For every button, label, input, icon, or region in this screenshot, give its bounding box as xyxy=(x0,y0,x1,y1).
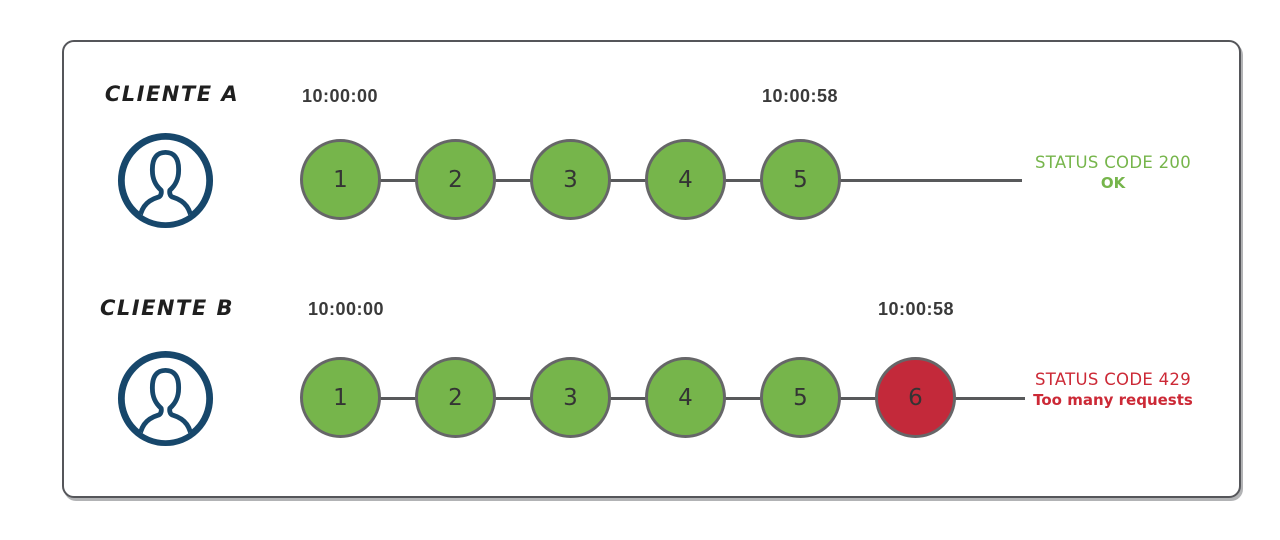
request-circle-2: 2 xyxy=(415,357,496,438)
request-circle-5: 5 xyxy=(760,139,841,220)
client-b-label: CLIENTE B xyxy=(99,296,234,320)
request-circle-5: 5 xyxy=(760,357,841,438)
request-circle-1: 1 xyxy=(300,357,381,438)
status-message-text: OK xyxy=(1100,173,1126,192)
request-circle-3: 3 xyxy=(530,139,611,220)
client-a-end-time: 10:00:58 xyxy=(761,86,839,106)
request-number: 1 xyxy=(333,384,348,411)
request-number: 4 xyxy=(678,384,693,411)
request-number: 3 xyxy=(563,166,578,193)
request-circle-2: 2 xyxy=(415,139,496,220)
request-circle-3: 3 xyxy=(530,357,611,438)
request-circle-4: 4 xyxy=(645,357,726,438)
request-circle-1: 1 xyxy=(300,139,381,220)
request-number: 3 xyxy=(563,384,578,411)
client-a-status: STATUS CODE 200 OK xyxy=(1018,153,1208,192)
client-a-start-time: 10:00:00 xyxy=(301,86,379,106)
status-code-text: STATUS CODE 200 xyxy=(1034,153,1192,172)
user-icon xyxy=(117,132,214,229)
client-a-label: CLIENTE A xyxy=(104,82,240,106)
request-number: 2 xyxy=(448,384,463,411)
user-icon xyxy=(117,350,214,447)
client-b-status: STATUS CODE 429 Too many requests xyxy=(1018,370,1208,409)
request-number: 5 xyxy=(793,166,808,193)
status-code-text: STATUS CODE 429 xyxy=(1034,370,1192,389)
request-number: 4 xyxy=(678,166,693,193)
client-b-request-chain: 1 2 3 4 5 6 xyxy=(300,356,1028,440)
request-circle-4: 4 xyxy=(645,139,726,220)
request-circle-6: 6 xyxy=(875,357,956,438)
diagram-frame xyxy=(62,40,1241,498)
request-number: 1 xyxy=(333,166,348,193)
request-number: 2 xyxy=(448,166,463,193)
status-message-text: Too many requests xyxy=(1033,390,1193,409)
request-number: 5 xyxy=(793,384,808,411)
client-b-end-time: 10:00:58 xyxy=(877,299,955,319)
request-number: 6 xyxy=(908,384,923,411)
client-a-request-chain: 1 2 3 4 5 xyxy=(300,138,1025,222)
client-b-start-time: 10:00:00 xyxy=(307,299,385,319)
